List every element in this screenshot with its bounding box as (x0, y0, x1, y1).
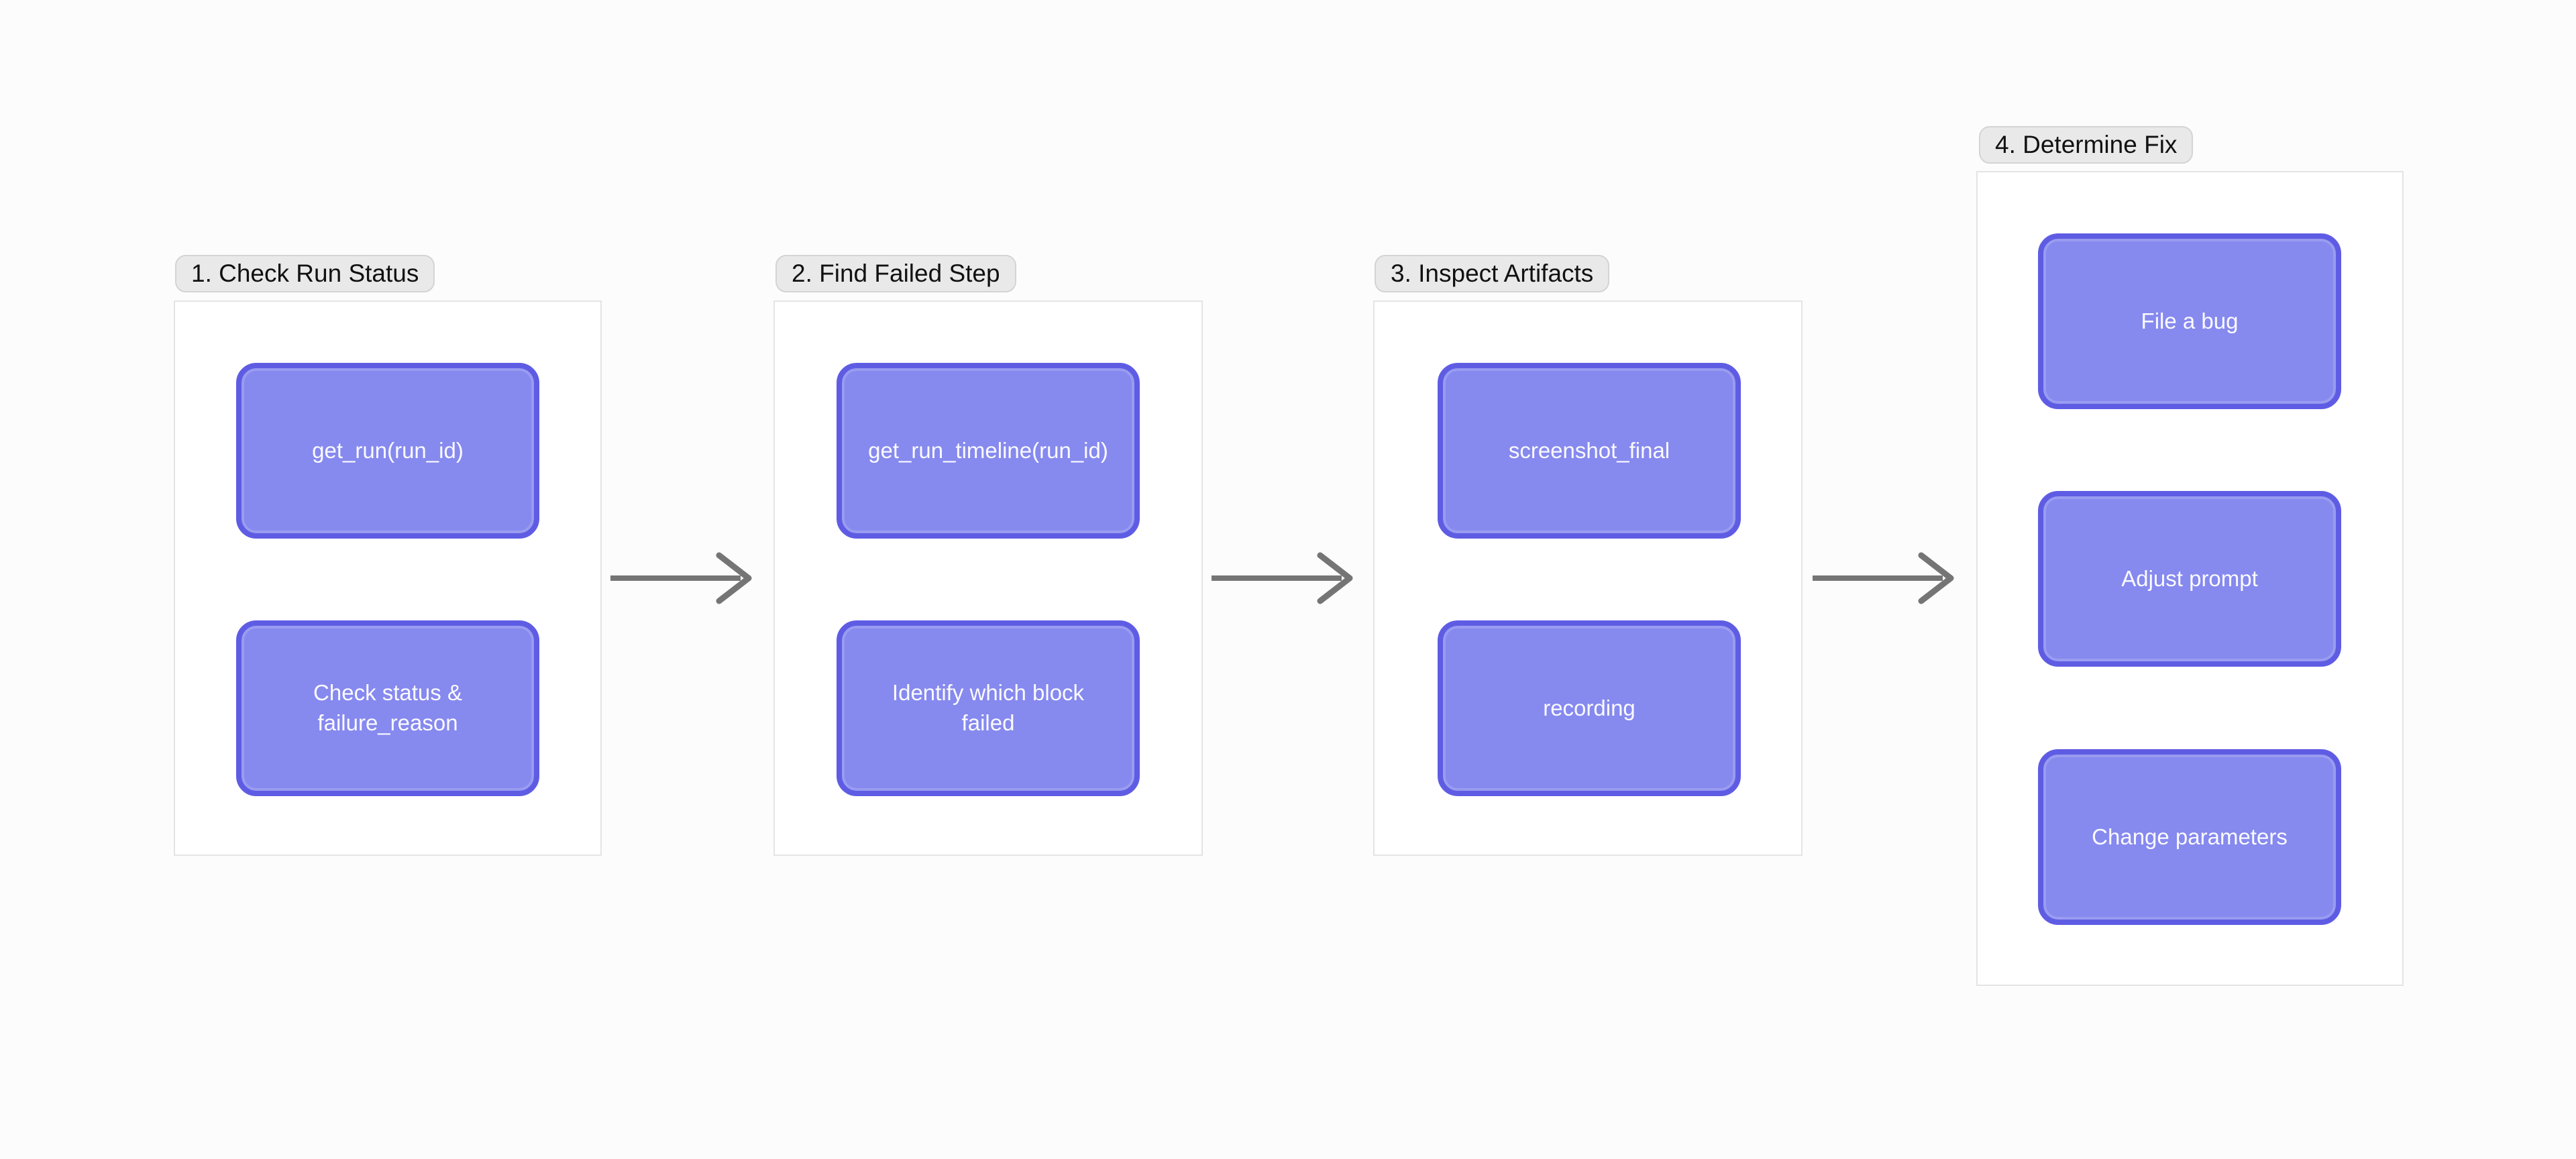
section-label-inspect-artifacts[interactable]: 3. Inspect Artifacts (1375, 255, 1610, 292)
frame-inspect-artifacts[interactable]: screenshot_final recording (1373, 300, 1803, 856)
frame-check-run-status[interactable]: get_run(run_id) Check status & failure_r… (174, 300, 602, 856)
frame-determine-fix[interactable]: File a bug Adjust prompt Change paramete… (1976, 171, 2404, 986)
node-recording[interactable]: recording (1438, 620, 1741, 796)
node-file-a-bug[interactable]: File a bug (2038, 233, 2341, 409)
node-check-status-failure-reason[interactable]: Check status & failure_reason (236, 620, 539, 796)
node-get-run[interactable]: get_run(run_id) (236, 363, 539, 539)
node-get-run-timeline[interactable]: get_run_timeline(run_id) (837, 363, 1140, 539)
flow-arrow-3[interactable] (1810, 538, 1968, 618)
section-label-determine-fix[interactable]: 4. Determine Fix (1979, 126, 2194, 164)
node-change-parameters[interactable]: Change parameters (2038, 749, 2341, 925)
frame-find-failed-step[interactable]: get_run_timeline(run_id) Identify which … (773, 300, 1203, 856)
section-label-find-failed-step[interactable]: 2. Find Failed Step (775, 255, 1016, 292)
flow-arrow-2[interactable] (1209, 538, 1367, 618)
section-label-check-run-status[interactable]: 1. Check Run Status (175, 255, 435, 292)
node-adjust-prompt[interactable]: Adjust prompt (2038, 491, 2341, 667)
flow-arrow-1[interactable] (608, 538, 766, 618)
node-identify-which-block-failed[interactable]: Identify which block failed (837, 620, 1140, 796)
node-screenshot-final[interactable]: screenshot_final (1438, 363, 1741, 539)
